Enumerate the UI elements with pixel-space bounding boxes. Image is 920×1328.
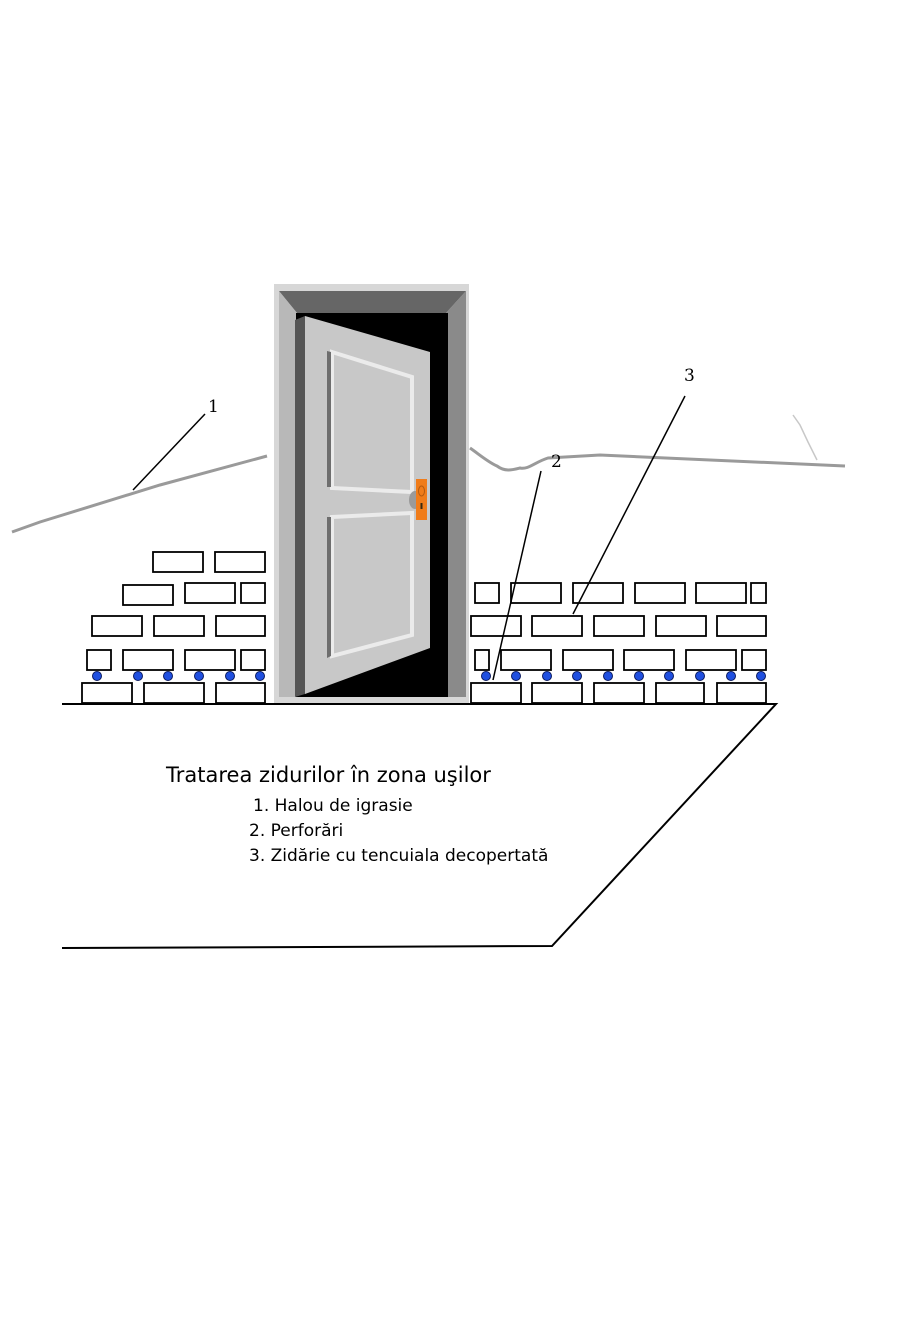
brick [214,551,266,573]
callout-3: 3 [684,366,695,386]
callout-2: 2 [551,452,562,472]
brick [152,551,204,573]
damp-crack [792,414,818,461]
brick [572,582,624,604]
door-panel-lower [330,510,414,659]
damp-halo-lines [11,414,846,534]
callout-1: 1 [208,397,219,417]
perforation-hole [695,671,705,681]
perforation-hole [664,671,674,681]
brick [685,649,737,671]
brick [623,649,675,671]
brick [215,682,266,704]
brick [240,649,266,671]
perforation-hole [572,671,582,681]
brick [655,682,705,704]
door-frame-right-jamb [446,291,466,697]
brick [470,682,522,704]
damp-line-left [11,454,268,534]
brick [184,649,236,671]
door-panel-upper-shadow [327,351,331,487]
door-frame-top [279,291,466,313]
door [274,284,469,703]
brick [716,682,767,704]
perforation-hole [756,671,766,681]
brick [240,582,266,604]
brick [750,582,767,604]
keyhole-icon [420,503,423,509]
perforation-hole [255,671,265,681]
caption-item-stripped-masonry: 3. Zidărie cu tencuiala decopertată [249,846,549,866]
brick [741,649,767,671]
brick [531,682,583,704]
brick [184,582,236,604]
brick [470,615,522,637]
brick [153,615,205,637]
brick [474,582,500,604]
perforation-hole [726,671,736,681]
door-handle-knob [418,485,425,497]
leader-line-1 [132,413,206,491]
door-frame-left-jamb [279,291,297,697]
perforation-hole [481,671,491,681]
caption-item-perforations: 2. Perforări [249,821,344,841]
perforation-hole [92,671,102,681]
brick [593,682,645,704]
caption-title: Tratarea zidurilor în zona uşilor [166,763,491,787]
brick [215,615,266,637]
door-panel-lower-shadow [327,517,331,658]
brick [122,649,174,671]
brick [562,649,614,671]
brick [593,615,645,637]
brick [81,682,133,704]
leader-lines [132,395,686,681]
brick [91,615,143,637]
perforation-hole [634,671,644,681]
leader-line-2 [492,470,542,681]
brick [86,649,112,671]
perforation-hole [511,671,521,681]
door-panel-upper [330,349,414,495]
brick [634,582,686,604]
brick [716,615,767,637]
damp-line-right [469,446,846,472]
brick [143,682,205,704]
floor-outline [61,703,779,949]
door-handle [416,479,427,520]
door-leaf [305,316,430,694]
brick [474,649,490,671]
perforation-hole [133,671,143,681]
brick [655,615,707,637]
brick [510,582,562,604]
perforation-row [92,671,766,681]
door-edge [295,316,305,697]
brick [531,615,583,637]
caption-item-halo: 1. Halou de igrasie [253,796,413,816]
brick-wall [81,551,767,704]
brick [695,582,747,604]
brick [500,649,552,671]
perforation-hole [194,671,204,681]
perforation-hole [603,671,613,681]
perforation-hole [542,671,552,681]
leader-line-3 [572,395,686,615]
perforation-hole [225,671,235,681]
brick [122,584,174,606]
perforation-hole [163,671,173,681]
